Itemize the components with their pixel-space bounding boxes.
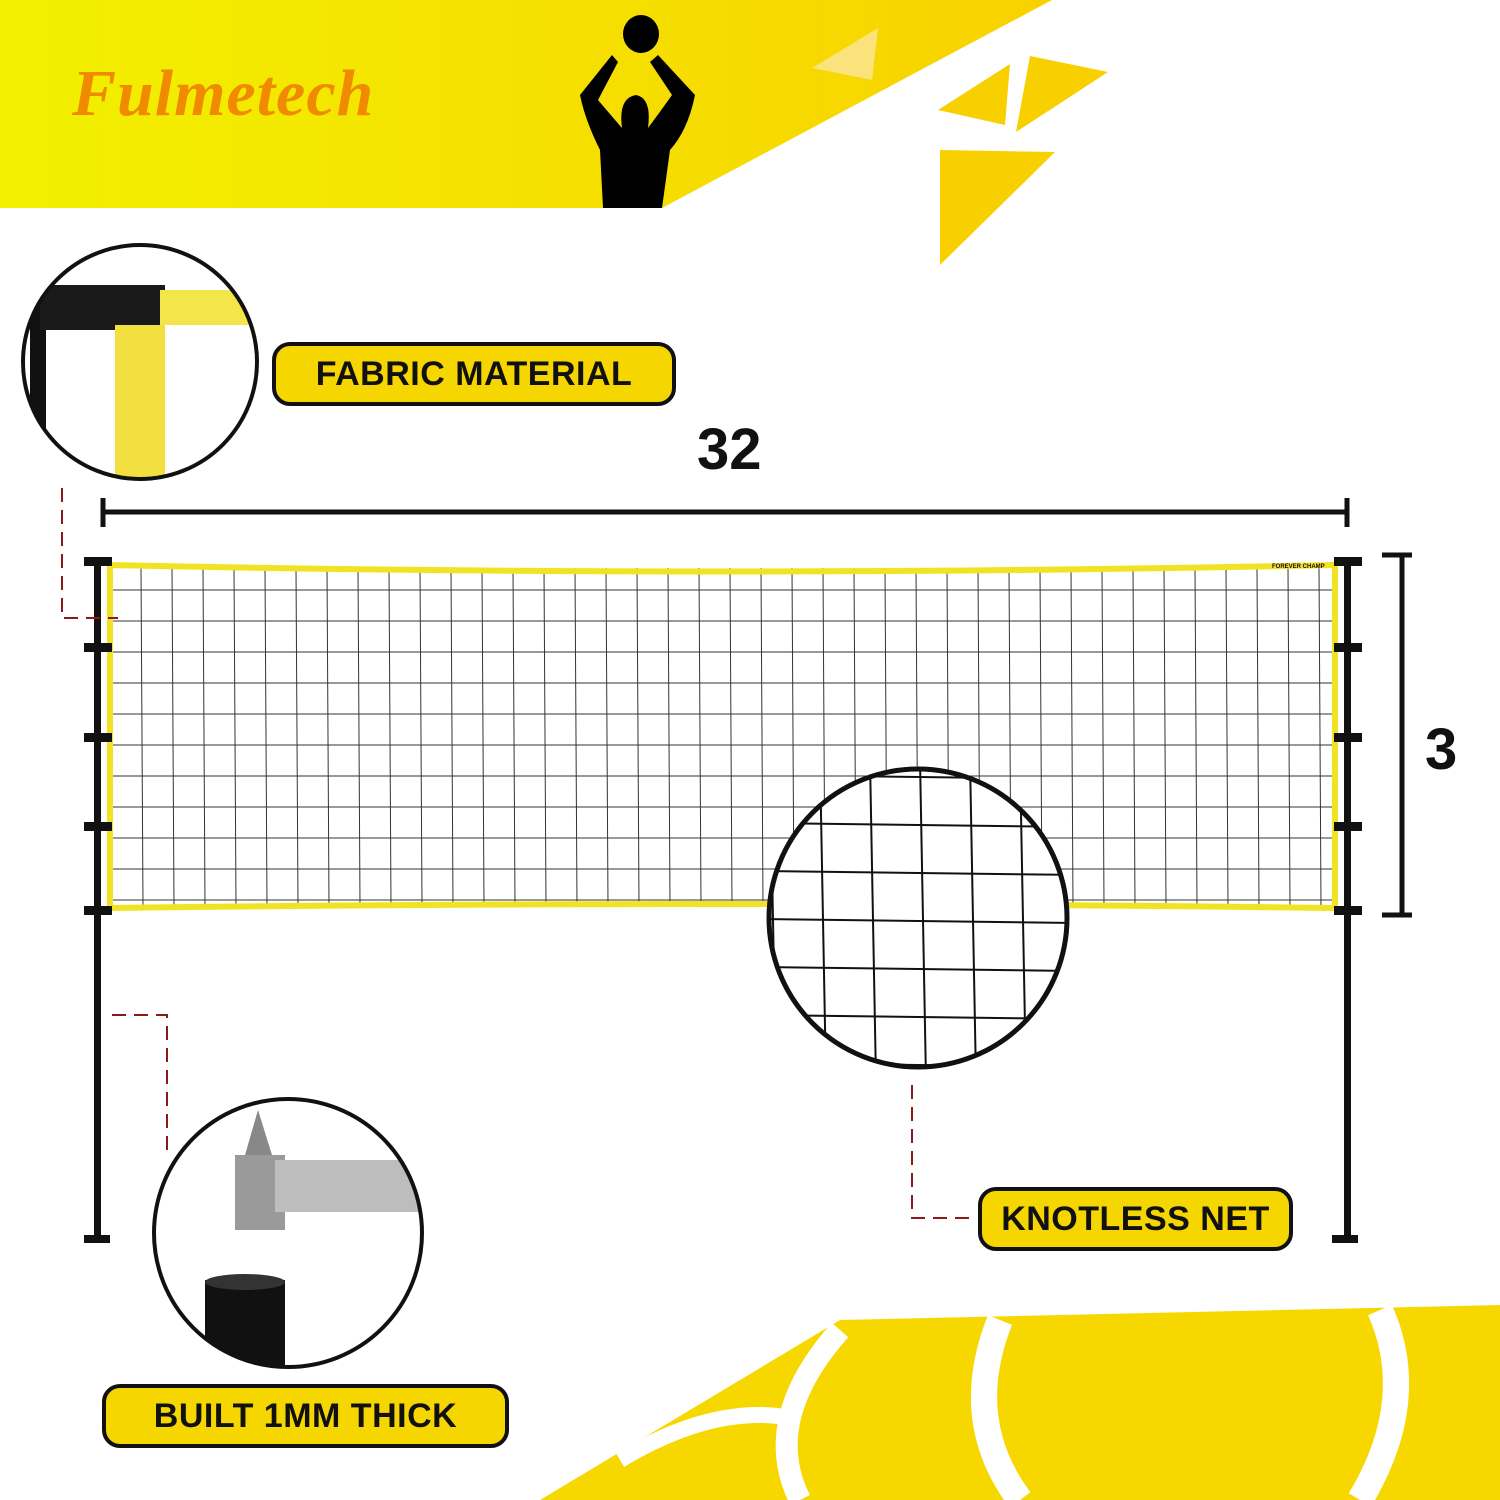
mesh-line — [233, 567, 237, 907]
mesh-line — [919, 770, 927, 1066]
mesh-line — [326, 567, 330, 907]
width-label: 32 — [697, 417, 762, 482]
mesh-line — [605, 567, 609, 907]
mesh-line — [202, 567, 206, 907]
net-brand-tag: FOREVER CHAMP — [1272, 564, 1325, 570]
volleyball-player-silhouette-icon — [580, 15, 695, 208]
mesh-line — [770, 918, 1066, 924]
fabric-material-label: FABRIC MATERIAL — [272, 342, 676, 406]
width-dimension-line — [100, 498, 1350, 527]
triangle-decoration — [938, 64, 1010, 125]
mesh-line — [1318, 567, 1322, 907]
mesh-line — [295, 567, 299, 907]
mesh-line — [729, 567, 733, 907]
net-border — [107, 562, 1338, 911]
mesh-line — [1225, 567, 1229, 907]
mesh-line — [264, 567, 268, 907]
mesh-line — [481, 567, 485, 907]
mesh-line — [543, 567, 547, 907]
brand-logo: Fulmetech — [72, 57, 375, 130]
mesh-line — [450, 567, 454, 907]
mesh-line — [1194, 567, 1198, 907]
knotless-net-label: KNOTLESS NET — [978, 1187, 1293, 1251]
mesh-line — [636, 567, 640, 907]
mesh-line — [770, 822, 1066, 828]
mesh-line — [1287, 567, 1291, 907]
mesh-line — [1101, 567, 1105, 907]
mesh-line — [1070, 567, 1074, 907]
mesh-line — [140, 567, 144, 907]
fabric-closeup-image — [24, 246, 256, 478]
mesh-line — [357, 567, 361, 907]
net-closeup-image — [770, 760, 1076, 1080]
mesh-line — [1132, 567, 1136, 907]
triangle-decoration — [940, 150, 1055, 265]
mesh-line — [969, 770, 977, 1066]
thickness-label: BUILT 1MM THICK — [102, 1384, 509, 1448]
mesh-line — [770, 966, 1066, 972]
triangle-decoration — [1016, 56, 1108, 132]
mesh-line — [698, 567, 702, 907]
mesh-line — [388, 567, 392, 907]
net-poles — [84, 557, 1362, 1243]
mesh-line — [419, 567, 423, 907]
mesh-line — [1070, 760, 1076, 1080]
mesh-line — [1163, 567, 1167, 907]
mesh-line — [760, 567, 764, 907]
mesh-line — [667, 567, 671, 907]
volleyball-pattern — [540, 1304, 1500, 1500]
net-mesh — [109, 567, 1335, 907]
triangle-decoration — [812, 28, 878, 80]
height-dimension-line — [1382, 552, 1412, 918]
mesh-line — [770, 870, 1066, 876]
caliper-closeup-image — [155, 1100, 421, 1366]
callout-leaders — [61, 488, 972, 1219]
height-label: 3 — [1425, 717, 1458, 782]
mesh-line — [574, 567, 578, 907]
mesh-line — [1256, 567, 1260, 907]
mesh-line — [171, 567, 175, 907]
mesh-line — [512, 567, 516, 907]
banner — [0, 0, 1052, 208]
